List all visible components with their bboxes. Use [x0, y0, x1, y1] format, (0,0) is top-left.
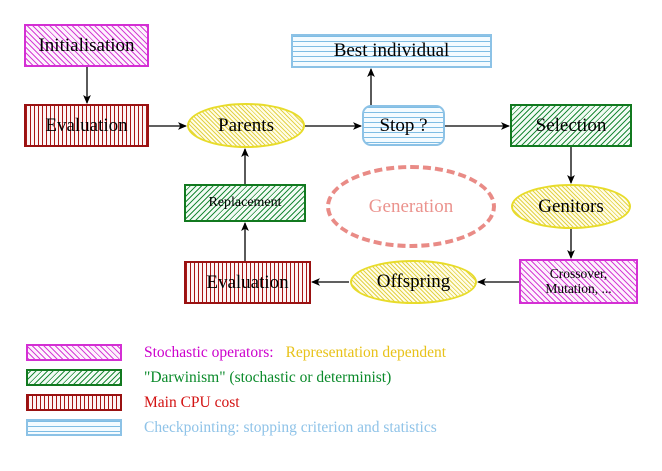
- legend-label-checkpointing: Checkpointing: stopping criterion and st…: [144, 418, 437, 436]
- annotation-generation: Generation: [326, 165, 496, 248]
- node-parents-label: Parents: [218, 114, 274, 136]
- node-replacement[interactable]: Replacement: [184, 184, 306, 222]
- node-crossover-mutation[interactable]: Crossover, Mutation, ...: [519, 259, 638, 304]
- node-evaluation-top[interactable]: Evaluation: [24, 104, 149, 147]
- node-selection-label: Selection: [535, 114, 607, 136]
- legend-label-darwinism: "Darwinism" (stochastic or determinist): [144, 368, 392, 386]
- legend-row-darwinism: "Darwinism" (stochastic or determinist): [0, 365, 662, 390]
- annotation-generation-label: Generation: [368, 195, 454, 217]
- legend-row-checkpointing: Checkpointing: stopping criterion and st…: [0, 415, 662, 440]
- node-genitors[interactable]: Genitors: [511, 184, 631, 229]
- node-evaluation-bottom-label: Evaluation: [206, 271, 289, 293]
- node-stop-label: Stop ?: [379, 114, 428, 136]
- legend-swatch-green: [26, 369, 122, 386]
- node-evaluation-top-label: Evaluation: [45, 114, 128, 136]
- node-selection[interactable]: Selection: [510, 104, 632, 147]
- legend-label-representation-dependent: Representation dependent: [285, 343, 447, 361]
- node-genitors-label: Genitors: [538, 195, 604, 217]
- node-best-individual[interactable]: Best individual: [291, 34, 492, 68]
- node-replacement-label: Replacement: [208, 194, 282, 210]
- legend-row-main-cpu-cost: Main CPU cost: [0, 390, 662, 415]
- node-initialisation-label: Initialisation: [38, 34, 135, 56]
- node-evaluation-bottom[interactable]: Evaluation: [184, 261, 311, 304]
- legend-swatch-magenta: [26, 344, 122, 361]
- node-best-individual-label: Best individual: [333, 40, 450, 62]
- node-parents[interactable]: Parents: [187, 103, 305, 148]
- node-stop[interactable]: Stop ?: [362, 105, 445, 146]
- node-crossover-mutation-label: Crossover, Mutation, ...: [545, 266, 612, 296]
- node-offspring[interactable]: Offspring: [350, 260, 477, 304]
- legend-swatch-red: [26, 394, 122, 411]
- node-offspring-label: Offspring: [376, 271, 451, 293]
- legend-label-main-cpu-cost: Main CPU cost: [144, 393, 240, 411]
- node-initialisation[interactable]: Initialisation: [24, 24, 149, 67]
- legend-swatch-blue: [26, 419, 122, 436]
- legend-label-stochastic-operators: Stochastic operators:: [144, 343, 274, 361]
- legend: Stochastic operators: Representation dep…: [0, 340, 662, 440]
- legend-row-stochastic-operators: Stochastic operators: Representation dep…: [0, 340, 662, 365]
